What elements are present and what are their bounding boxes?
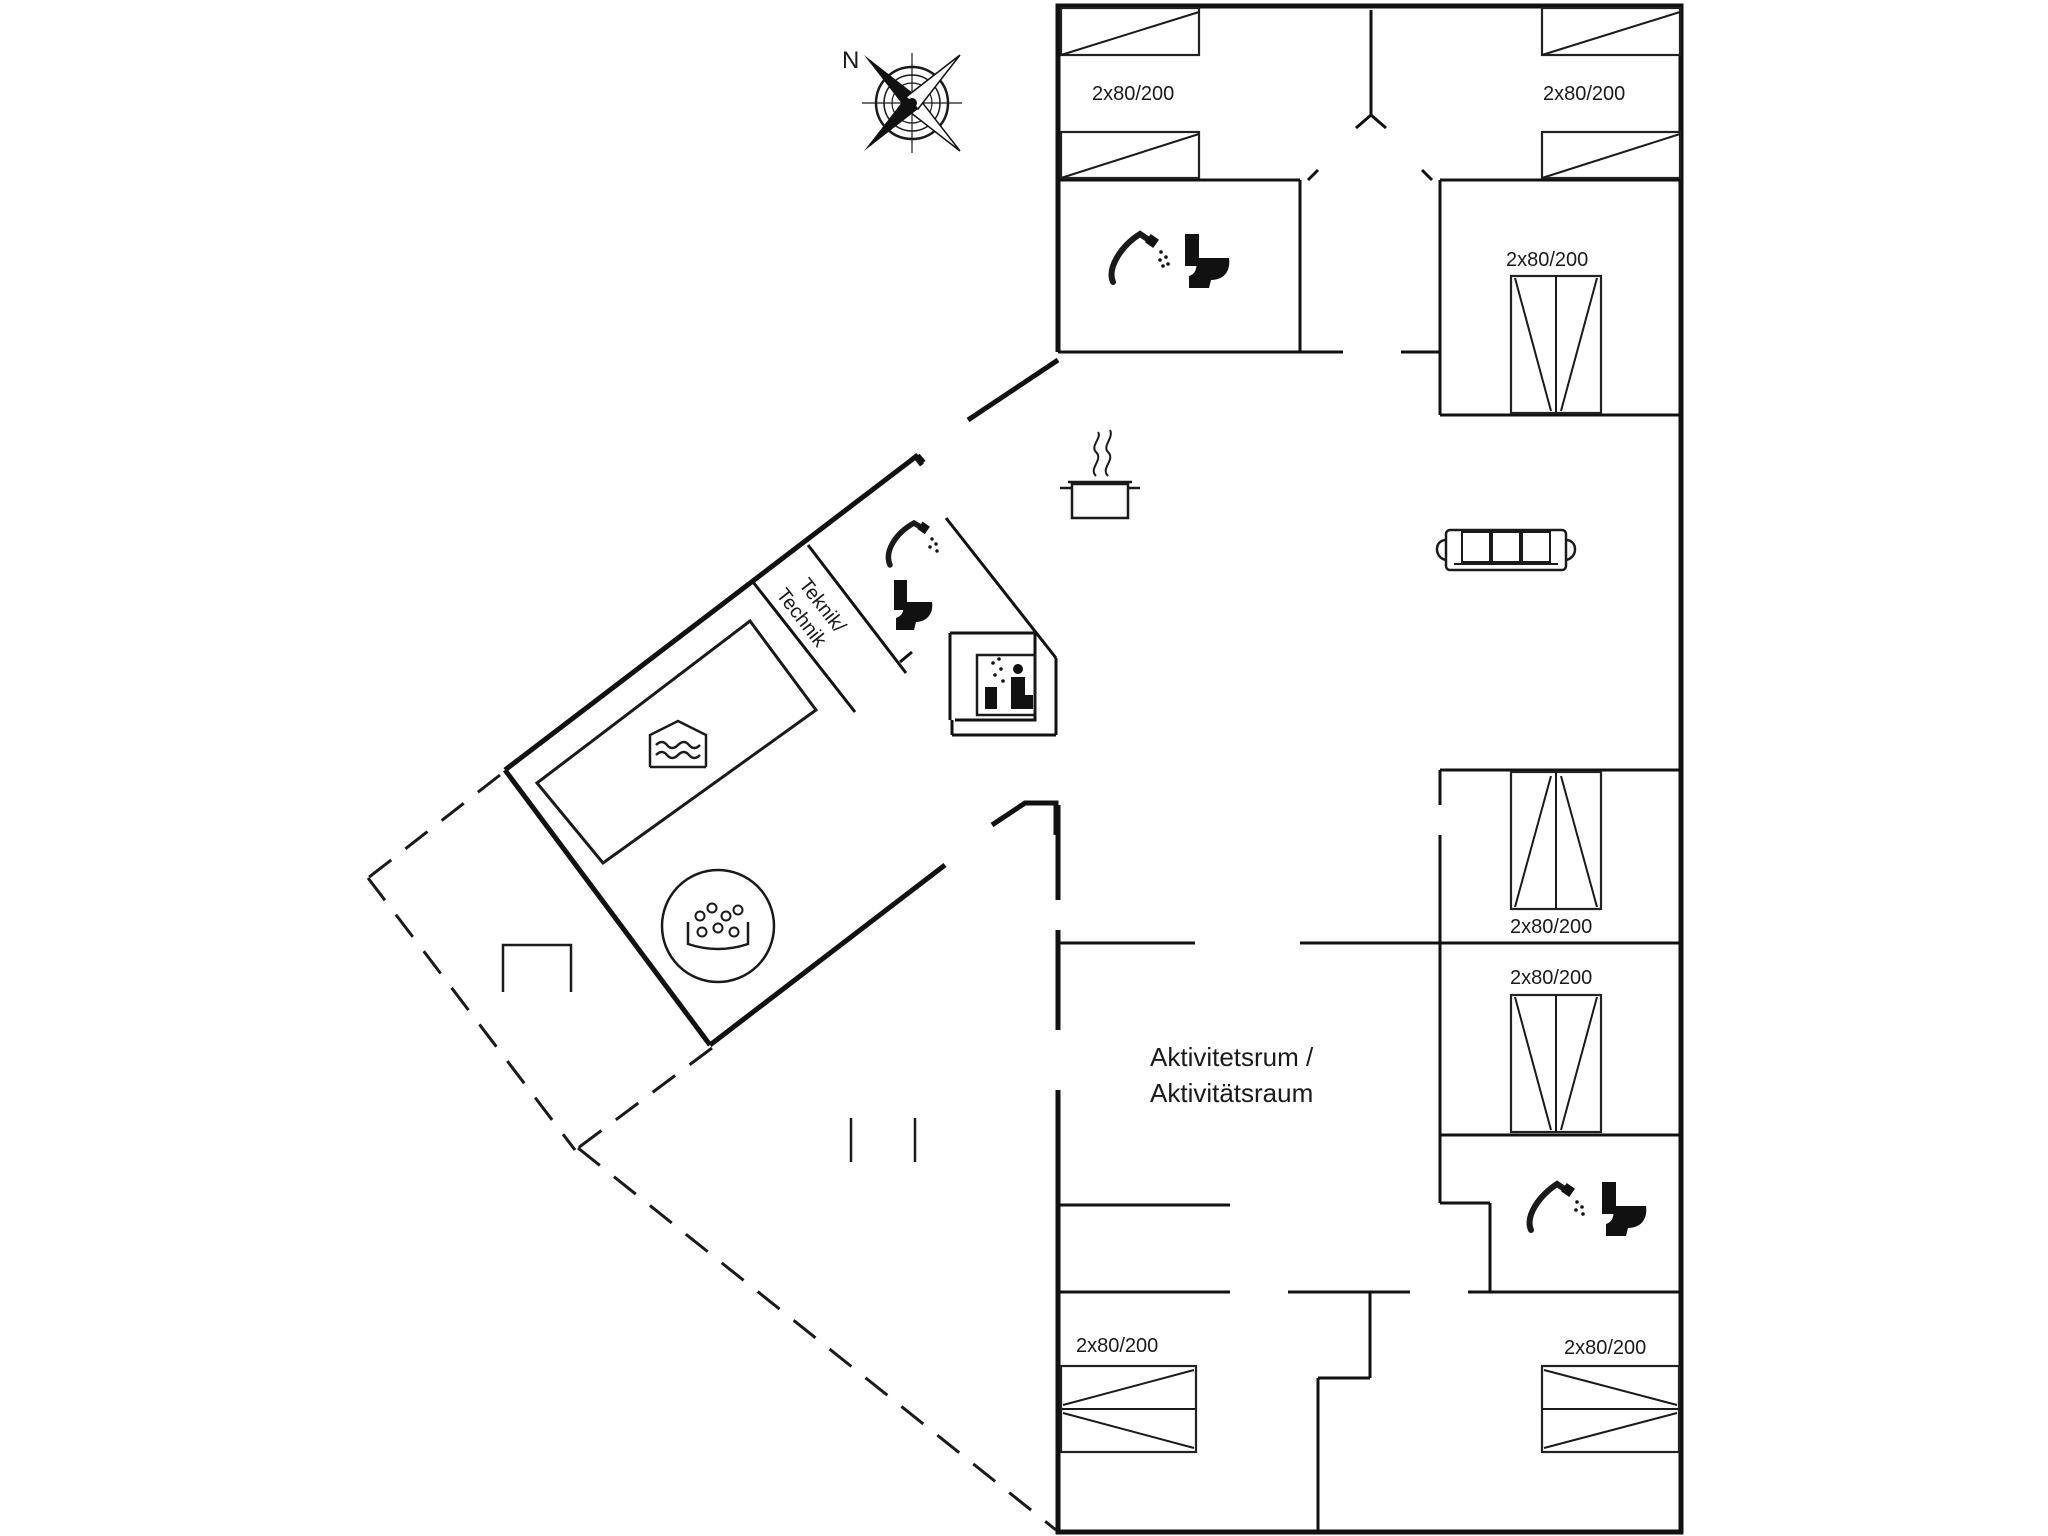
bed-label-bottom-left: 2x80/200: [1076, 1335, 1158, 1357]
pool-icon: [648, 719, 708, 769]
toilet-icon: [1185, 234, 1230, 288]
pool-outline: [534, 618, 819, 866]
compass-rose-icon: [862, 53, 962, 153]
bed-label-middle-right-b: 2x80/200: [1510, 967, 1592, 989]
activity-room-label-line1: Aktivitetsrum /: [1150, 1042, 1314, 1072]
top-wing-walls: [1058, 10, 1681, 417]
toilet-icon: [894, 580, 933, 630]
shower-icon: [1108, 230, 1170, 285]
outdoor-furniture: [501, 943, 917, 1162]
bed-top-right: [1540, 6, 1682, 180]
bed-label-upper-right: 2x80/200: [1506, 249, 1588, 271]
sofa-icon: [1435, 528, 1577, 572]
bed-middle-right-b: [1509, 993, 1603, 1134]
bed-bottom-right: [1540, 1364, 1681, 1454]
bed-label-top-right: 2x80/200: [1543, 83, 1625, 105]
shower-icon: [885, 519, 939, 568]
sauna-icon: [975, 653, 1037, 717]
east-rooms-walls: [1058, 768, 1681, 1532]
terrace-outline: [366, 773, 1057, 1532]
north-label: N: [842, 47, 859, 74]
cooking-pot-icon: [1060, 429, 1140, 520]
bed-label-middle-right-a: 2x80/200: [1510, 916, 1592, 938]
bed-middle-right-a: [1509, 770, 1603, 911]
bed-bottom-left: [1059, 1364, 1198, 1454]
whirlpool-icon: [660, 868, 776, 984]
shower-icon: [1526, 1180, 1585, 1233]
activity-room-label-line2: Aktivitätsraum: [1150, 1078, 1313, 1108]
bed-label-top-left: 2x80/200: [1092, 83, 1174, 105]
bed-top-left: [1059, 6, 1201, 180]
toilet-icon: [1602, 1182, 1647, 1236]
bed-label-bottom-right: 2x80/200: [1564, 1337, 1646, 1359]
west-wing-walls: [751, 453, 1059, 835]
technik-label: Teknik/ Technik: [772, 574, 851, 652]
bed-upper-right: [1509, 274, 1603, 415]
